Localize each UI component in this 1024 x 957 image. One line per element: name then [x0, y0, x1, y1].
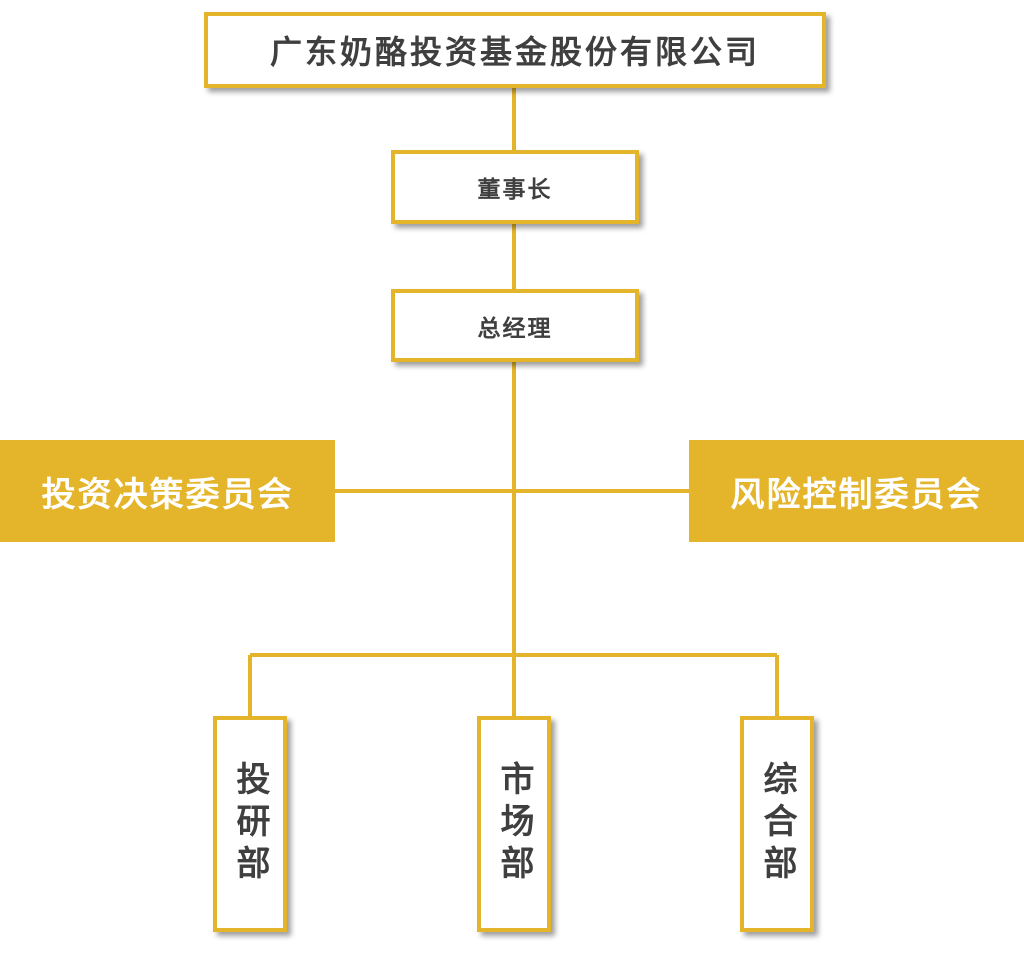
dept-research-label: 投研部 — [230, 761, 270, 887]
company-box: 广东奶酪投资基金股份有限公司 — [204, 12, 826, 88]
risk-committee-label: 风险控制委员会 — [730, 474, 983, 515]
dept-general-label: 综合部 — [757, 761, 797, 887]
investment-committee-box: 投资决策委员会 — [0, 440, 335, 542]
dept-market-box: 市场部 — [477, 716, 551, 932]
company-name: 广东奶酪投资基金股份有限公司 — [269, 33, 760, 71]
general-manager-box: 总经理 — [391, 289, 639, 362]
chairman-box: 董事长 — [391, 150, 639, 224]
dept-general-box: 综合部 — [740, 716, 814, 932]
dept-research-box: 投研部 — [213, 716, 287, 932]
chairman-label: 董事长 — [477, 177, 553, 203]
risk-committee-box: 风险控制委员会 — [689, 440, 1024, 542]
dept-market-label: 市场部 — [494, 761, 534, 887]
general-manager-label: 总经理 — [477, 315, 553, 342]
investment-committee-label: 投资决策委员会 — [41, 474, 294, 515]
